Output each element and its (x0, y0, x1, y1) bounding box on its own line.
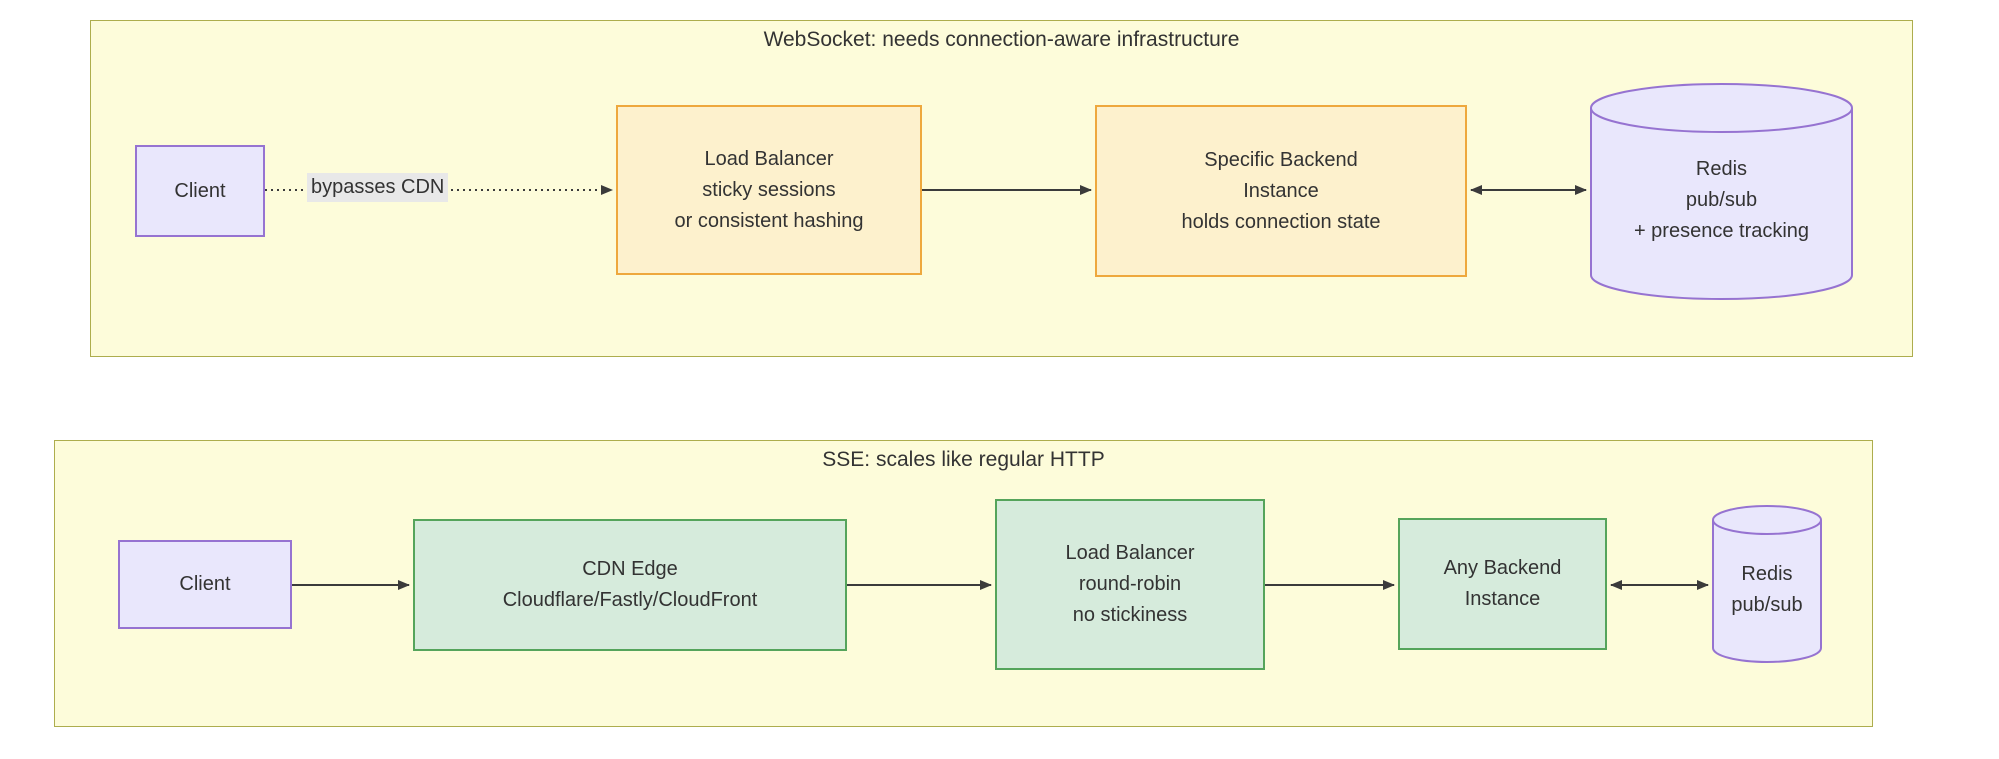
subgraph-sse-title: SSE: scales like regular HTTP (822, 448, 1105, 471)
node-ws-specific-backend: Specific Backend Instance holds connecti… (1095, 105, 1467, 277)
node-sse-any-backend: Any Backend Instance (1398, 518, 1607, 650)
node-sse-client: Client (118, 540, 292, 629)
node-sse-redis-label: Redis pub/sub (1731, 563, 1803, 616)
node-ws-redis-label: Redis pub/sub + presence tracking (1633, 158, 1810, 242)
subgraph-websocket-title: WebSocket: needs connection-aware infras… (763, 28, 1240, 51)
node-sse-redis-cylinder: Redis pub/sub (1712, 505, 1822, 663)
node-ws-redis-cylinder: Redis pub/sub + presence tracking (1590, 83, 1853, 300)
node-sse-load-balancer: Load Balancer round-robin no stickiness (995, 499, 1265, 670)
edge-label-bypasses-cdn: bypasses CDN (307, 173, 449, 202)
node-ws-client: Client (135, 145, 265, 237)
node-ws-load-balancer: Load Balancer sticky sessions or consist… (616, 105, 922, 275)
node-sse-cdn-edge: CDN Edge Cloudflare/Fastly/CloudFront (413, 519, 847, 651)
